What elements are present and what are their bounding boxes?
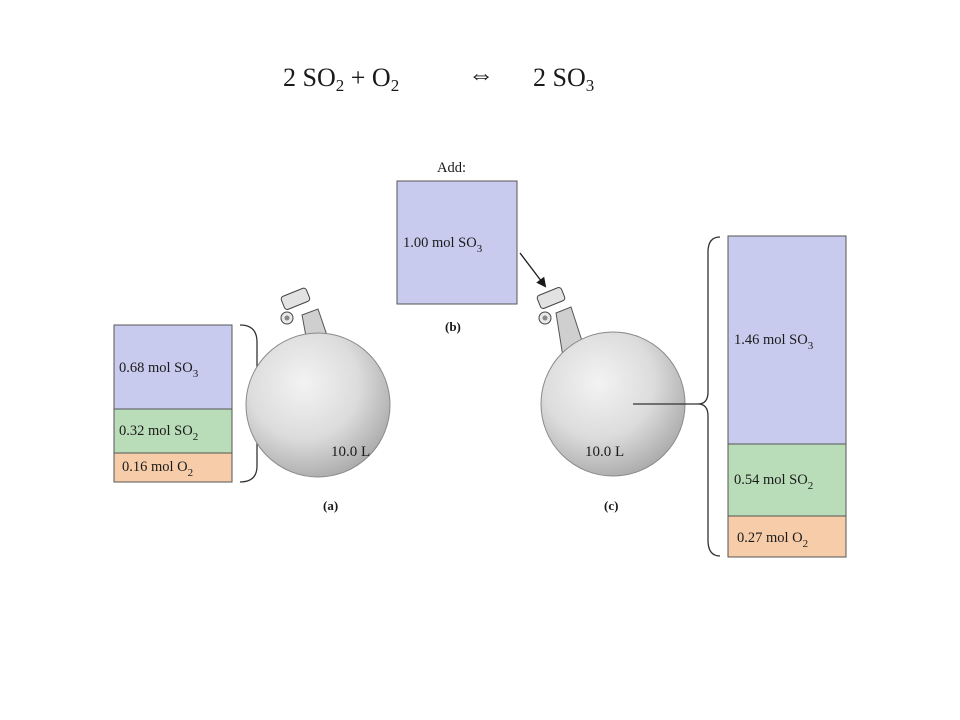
flask-c-icon — [536, 287, 686, 477]
panel-a-so2-box — [113, 408, 233, 454]
panel-c-o2-box — [727, 515, 847, 558]
panel-a-caption: (a) — [323, 498, 338, 513]
panel-a-so2-label: 0.32 mol SO2 — [119, 423, 198, 443]
panel-c: 10.0 L (c) 1.46 mol SO3 0.54 mol SO2 0.2… — [536, 235, 847, 558]
panel-a-volume: 10.0 L — [331, 444, 370, 460]
panel-c-so2-box — [727, 443, 847, 517]
panel-c-so2-label: 0.54 mol SO2 — [734, 472, 813, 492]
panel-a-so3-box — [113, 324, 233, 410]
reaction-product: 2 SO3 — [533, 63, 594, 95]
panel-a-o2-label: 0.16 mol O2 — [122, 459, 193, 479]
panel-b-add-arrow — [519, 252, 547, 288]
panel-a: 0.68 mol SO3 0.32 mol SO2 0.16 mol O2 10… — [113, 287, 391, 513]
reaction-equation: 2 SO2 + O2 — [283, 63, 399, 95]
panel-c-so3-label: 1.46 mol SO3 — [734, 332, 814, 352]
panel-b-so3-box — [396, 180, 518, 305]
panel-b-so3-label: 1.00 mol SO3 — [403, 235, 483, 255]
equilibrium-arrow: ⇔ — [468, 60, 494, 89]
panel-a-o2-box — [113, 452, 233, 483]
panel-c-volume: 10.0 L — [585, 444, 624, 460]
flask-a-icon — [245, 287, 391, 478]
panel-c-bracket — [697, 236, 721, 557]
panel-a-so3-label: 0.68 mol SO3 — [119, 360, 199, 380]
panel-b-caption: (b) — [445, 319, 461, 334]
panel-c-caption: (c) — [604, 498, 618, 513]
panel-c-so3-box — [727, 235, 847, 445]
panel-c-o2-label: 0.27 mol O2 — [737, 530, 808, 550]
panel-b-heading: Add: — [437, 160, 466, 176]
panel-b: Add: 1.00 mol SO3 (b) — [396, 160, 547, 334]
